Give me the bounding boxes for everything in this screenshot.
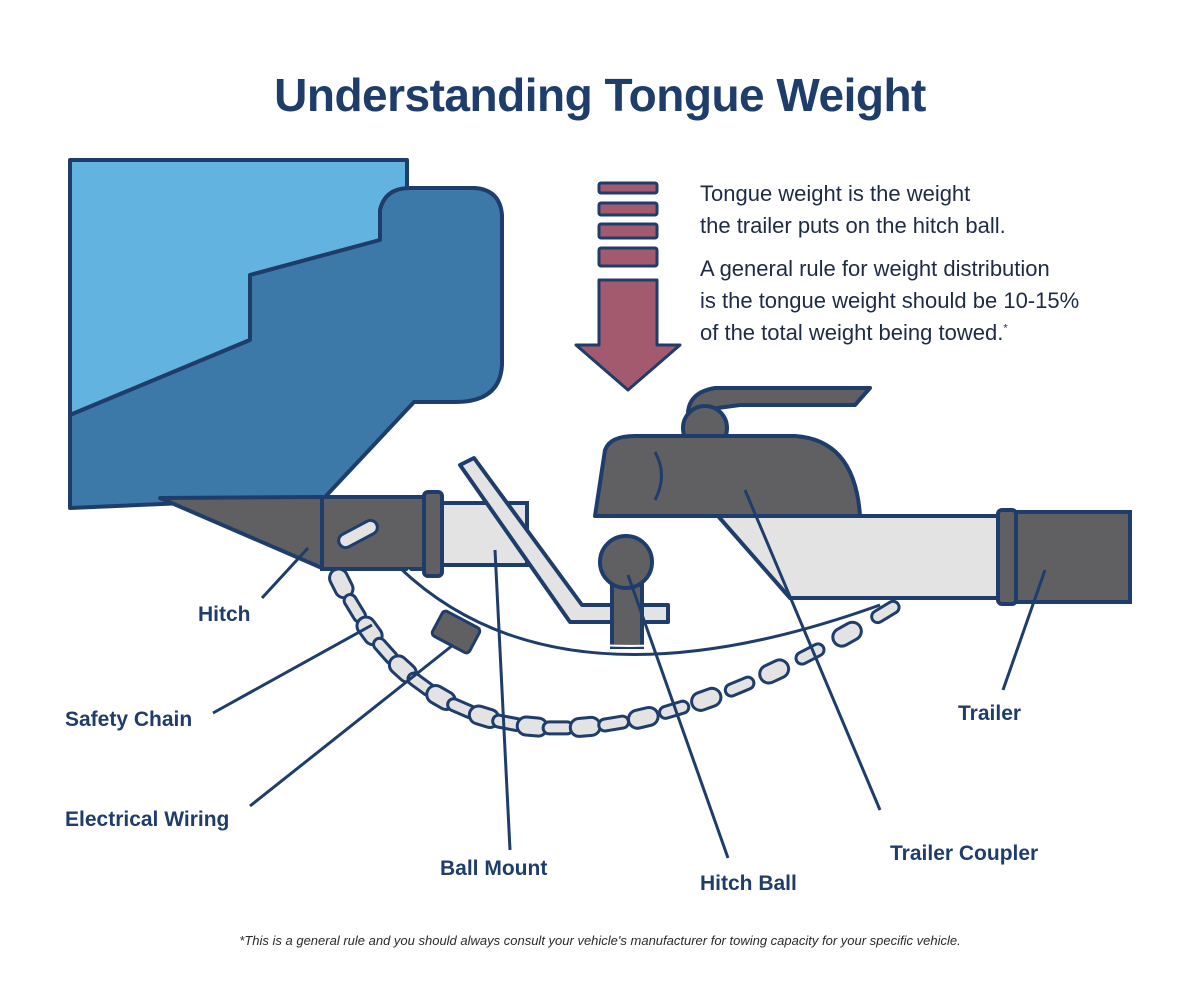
desc-line-1: Tongue weight is the weight: [700, 181, 971, 206]
chain-link: [626, 705, 660, 730]
desc-asterisk: *: [1003, 322, 1008, 335]
page-title: Understanding Tongue Weight: [274, 69, 926, 121]
leader-trailer: [1001, 569, 1047, 691]
leader-ball-mount: [493, 549, 512, 851]
down-arrow-icon: [574, 181, 682, 392]
chain-link: [690, 686, 723, 712]
electrical-wire-inner: [407, 569, 873, 647]
desc-line-5: of the total weight being towed.: [700, 320, 1004, 345]
receiver-pin: [337, 518, 379, 550]
coupler-handle: [686, 386, 872, 414]
label-safety-chain: Safety Chain: [65, 708, 193, 731]
leader-hitch-ball: [626, 574, 730, 859]
wire-connector: [430, 609, 482, 655]
chain-link: [831, 620, 863, 648]
chain-icon: [328, 567, 901, 738]
electrical-wire: [398, 566, 881, 656]
chain-link: [794, 642, 826, 666]
chain-link: [758, 658, 791, 685]
chain-link: [723, 675, 756, 698]
leader-safety-chain: [212, 623, 373, 715]
receiver-collar: [422, 490, 444, 578]
desc-line-5-wrap: of the total weight being towed.*: [700, 320, 1008, 346]
label-ball-mount: Ball Mount: [440, 857, 548, 880]
desc-line-2: the trailer puts on the hitch ball.: [700, 213, 1006, 238]
label-electrical-wiring: Electrical Wiring: [65, 808, 230, 831]
trailer-frame: [1003, 510, 1132, 604]
hitch-ball: [598, 534, 654, 590]
ball-mount-shank: [458, 456, 670, 624]
desc-line-3: A general rule for weight distribution: [700, 256, 1050, 281]
desc-line-4: is the tongue weight should be 10-15%: [700, 288, 1080, 313]
coupler-seam: [653, 451, 663, 501]
hitch-receiver: [320, 495, 434, 571]
leader-electrical-wiring: [249, 643, 454, 808]
chain-link: [870, 599, 901, 625]
chain-link: [568, 715, 602, 738]
label-hitch-ball: Hitch Ball: [700, 872, 797, 895]
hitch-ball-neck: [610, 583, 644, 649]
chain-link: [597, 714, 631, 733]
chain-link: [541, 720, 575, 736]
leader-hitch: [260, 546, 310, 600]
label-trailer: Trailer: [958, 702, 1022, 725]
trailer-coupler: [593, 434, 862, 518]
trailer-collar: [996, 508, 1018, 606]
footnote: *This is a general rule and you should a…: [239, 933, 961, 948]
label-trailer-coupler: Trailer Coupler: [890, 842, 1039, 865]
vehicle-bumper: [68, 186, 504, 510]
label-hitch: Hitch: [198, 603, 251, 626]
leader-trailer-coupler: [743, 489, 882, 811]
